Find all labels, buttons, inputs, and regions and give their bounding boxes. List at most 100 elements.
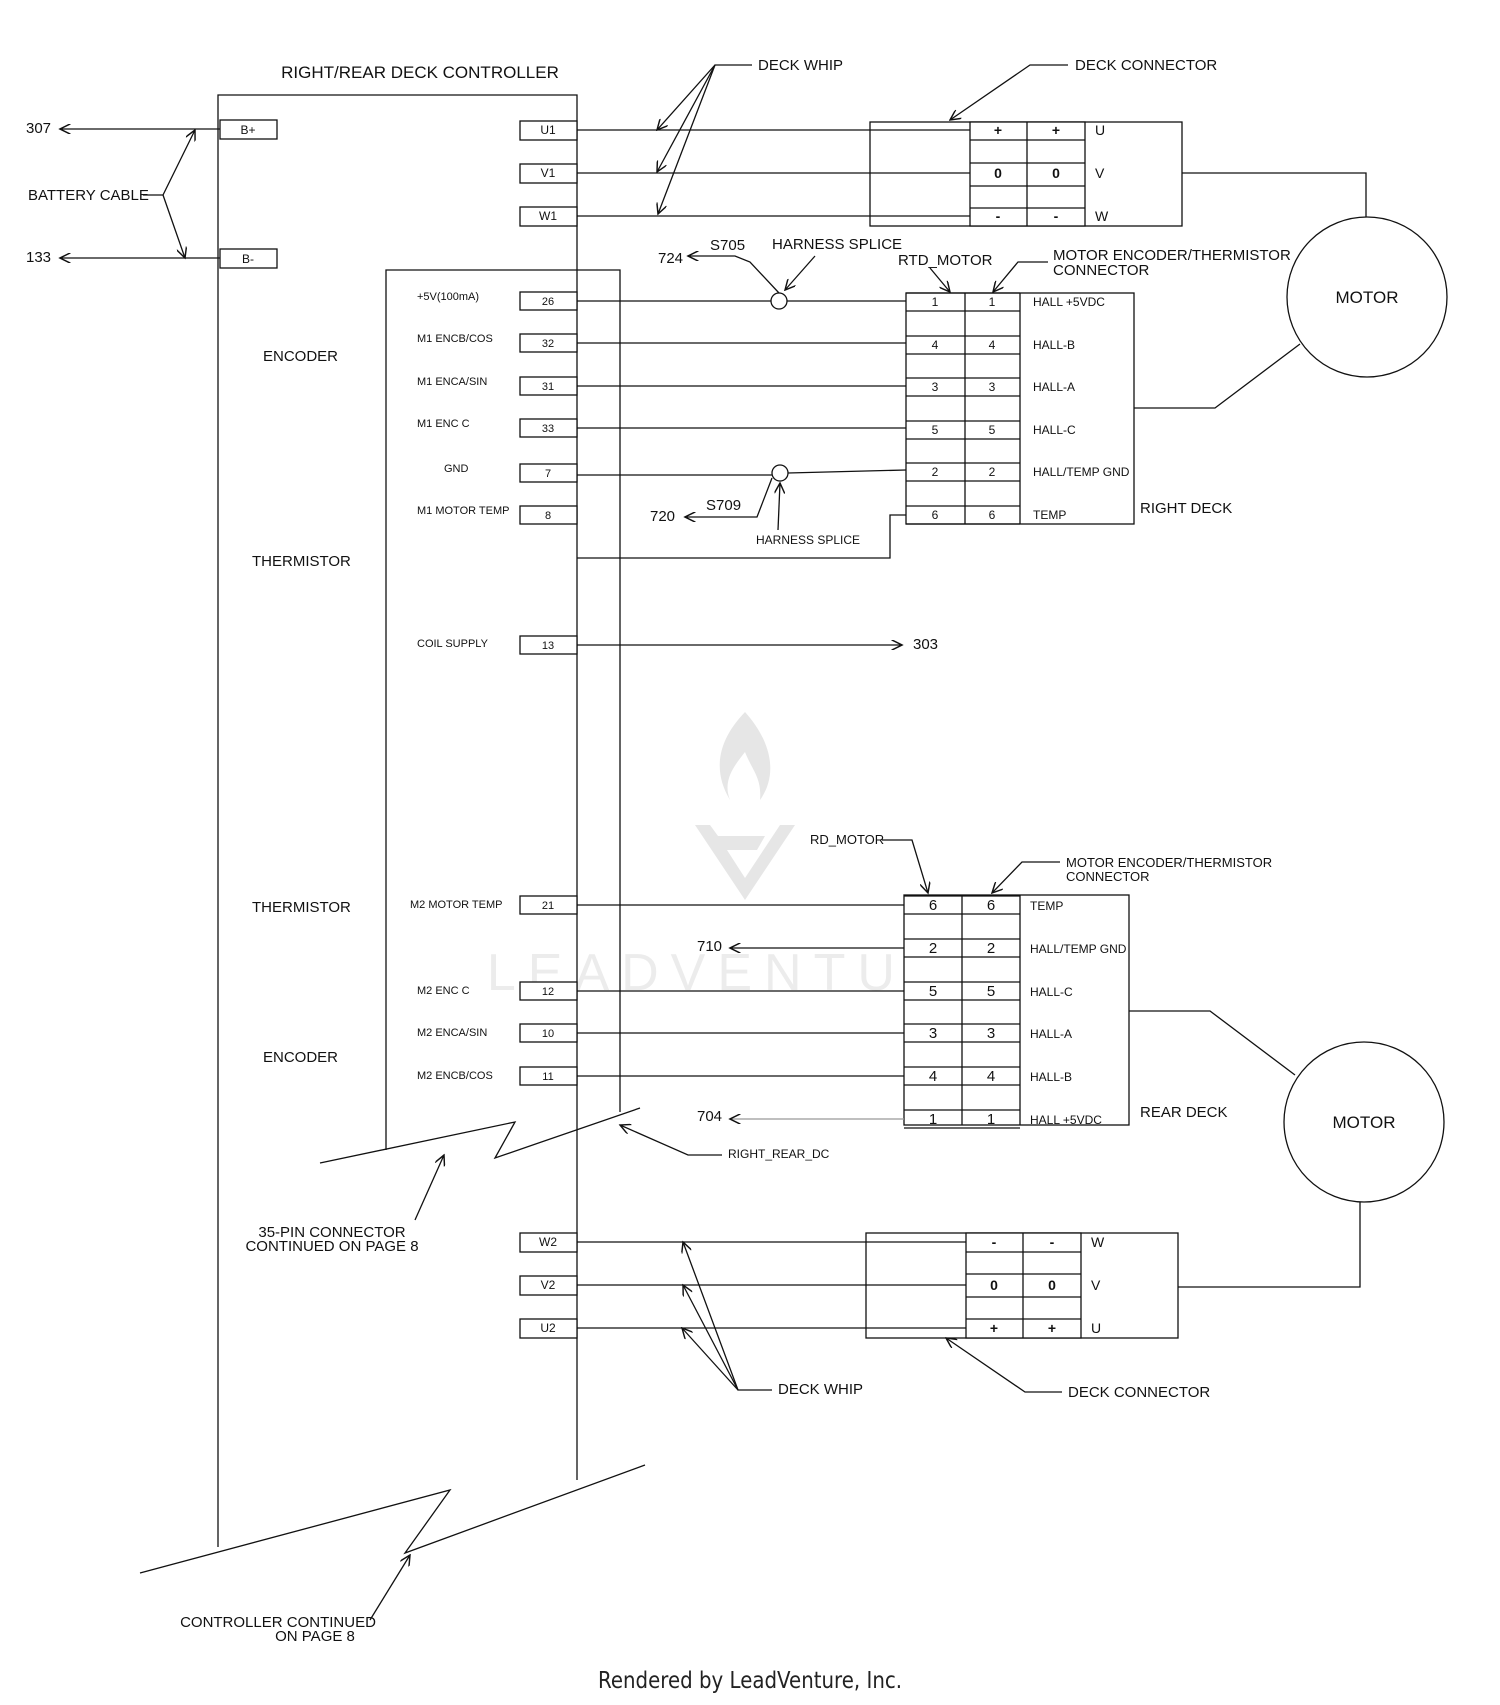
ref-724: 724 <box>658 250 683 267</box>
right-signal-2: M1 ENCA/SIN <box>417 376 487 388</box>
phase-pin-bottom-1: V2 <box>541 1278 556 1292</box>
rear-hall-0: TEMP <box>1030 899 1063 913</box>
rear-signal-2: M2 ENC C <box>417 985 470 997</box>
rear-pin-4: 11 <box>542 1071 553 1083</box>
rear-conn-b-4: 4 <box>987 1068 995 1085</box>
right-conn-a-1: 4 <box>932 338 939 352</box>
phase-b-top-1: 0 <box>1052 165 1060 181</box>
right-pin-0: 26 <box>542 296 554 308</box>
rear-connector-title-2: CONNECTOR <box>1066 869 1150 884</box>
deck-connector-bottom-label: DECK CONNECTOR <box>1068 1384 1210 1401</box>
coil-supply-label: COIL SUPPLY <box>417 638 489 650</box>
ref-710: 710 <box>697 938 722 955</box>
rear-conn-b-1: 2 <box>987 940 995 957</box>
rear-conn-b-3: 3 <box>987 1025 995 1042</box>
right-wire-5 <box>577 514 906 559</box>
phase-pin-top-0: U1 <box>540 123 556 137</box>
rear-signal-3: M2 ENCA/SIN <box>417 1027 487 1039</box>
rear-hall-4: HALL-B <box>1030 1070 1072 1084</box>
rear-signal-4: M2 ENCB/COS <box>417 1070 493 1082</box>
phase-b-bottom-2: + <box>1048 1320 1056 1336</box>
ref-133: 133 <box>26 249 51 266</box>
rear-hall-1: HALL/TEMP GND <box>1030 942 1127 956</box>
rear-connector-title-1: MOTOR ENCODER/THERMISTOR <box>1066 855 1272 870</box>
right-motor-label: MOTOR <box>1336 288 1399 307</box>
ref-303: 303 <box>913 636 938 653</box>
right-conn-a-5: 6 <box>932 508 939 522</box>
controller-title: RIGHT/REAR DECK CONTROLLER <box>281 63 559 82</box>
note-ctrl-1: CONTROLLER CONTINUED <box>180 1614 376 1631</box>
right-hall-5: TEMP <box>1033 508 1066 522</box>
rear-conn-a-5: 1 <box>929 1111 937 1128</box>
phase-b-top-0: + <box>1052 122 1060 138</box>
rear-conn-a-2: 5 <box>929 983 937 1000</box>
deck-whip-top-label: DECK WHIP <box>758 57 843 74</box>
rtd-motor-label: RTD_MOTOR <box>898 252 993 269</box>
right-signal-1: M1 ENCB/COS <box>417 333 493 345</box>
right-pin-3: 33 <box>542 423 554 435</box>
phase-pin-top-2: W1 <box>539 209 557 223</box>
right-pin-1: 32 <box>542 338 554 350</box>
right-conn-a-0: 1 <box>932 295 939 309</box>
right-rear-dc-label: RIGHT_REAR_DC <box>728 1147 830 1161</box>
right-deck-label: RIGHT DECK <box>1140 500 1232 517</box>
thermistor-top-label: THERMISTOR <box>252 553 351 570</box>
right-conn-b-3: 5 <box>989 423 996 437</box>
splice-s709: S709 <box>706 497 741 514</box>
controller-outline <box>139 94 646 1574</box>
phase-a-bottom-0: - <box>992 1234 997 1250</box>
rear-hall-5: HALL +5VDC <box>1030 1113 1102 1127</box>
harness-splice-bottom: HARNESS SPLICE <box>756 533 860 547</box>
right-conn-a-4: 2 <box>932 465 939 479</box>
phase-a-top-2: - <box>996 208 1001 224</box>
phase-b-bottom-1: 0 <box>1048 1277 1056 1293</box>
thermistor-bottom-label: THERMISTOR <box>252 899 351 916</box>
phase-label-bottom-0: W <box>1091 1234 1105 1250</box>
rear-conn-a-0: 6 <box>929 897 937 914</box>
battery-cable-label: BATTERY CABLE <box>28 187 149 204</box>
right-connector-title-2: CONNECTOR <box>1053 262 1150 279</box>
battery-section: B+ B- 307 133 BATTERY CABLE <box>26 119 278 269</box>
right-conn-b-1: 4 <box>989 338 996 352</box>
phase-b-top-2: - <box>1054 208 1059 224</box>
phase-label-top-1: V <box>1095 165 1105 181</box>
phase-pin-top-1: V1 <box>541 166 556 180</box>
rear-conn-b-5: 1 <box>987 1111 995 1128</box>
rear-motor-label: MOTOR <box>1333 1113 1396 1132</box>
rear-conn-a-1: 2 <box>929 940 937 957</box>
phase-a-bottom-1: 0 <box>990 1277 998 1293</box>
rear-conn-b-2: 5 <box>987 983 995 1000</box>
ref-720: 720 <box>650 508 675 525</box>
phase-pin-bottom-0: W2 <box>539 1235 557 1249</box>
rd-motor-label: RD_MOTOR <box>810 832 884 847</box>
coil-supply-pin: 13 <box>542 640 554 652</box>
rear-conn-a-3: 3 <box>929 1025 937 1042</box>
note-35pin-1: 35-PIN CONNECTOR <box>258 1224 405 1241</box>
ref-307: 307 <box>26 120 51 137</box>
note-35pin-2: CONTINUED ON PAGE 8 <box>245 1238 418 1255</box>
right-pin-2: 31 <box>542 381 554 393</box>
deck-whip-bottom-label: DECK WHIP <box>778 1381 863 1398</box>
rear-pin-0: 21 <box>542 900 554 912</box>
b-minus-label: B- <box>242 252 254 266</box>
encoder-top-label: ENCODER <box>263 348 338 365</box>
right-hall-2: HALL-A <box>1033 380 1075 394</box>
rear-deck-motor <box>1283 1041 1445 1203</box>
right-hall-0: HALL +5VDC <box>1033 295 1105 309</box>
right-conn-a-2: 3 <box>932 380 939 394</box>
rear-hall-2: HALL-C <box>1030 985 1073 999</box>
right-hall-1: HALL-B <box>1033 338 1075 352</box>
splice-s705: S705 <box>710 237 745 254</box>
ref-704: 704 <box>697 1108 722 1125</box>
right-pin-4: 7 <box>545 468 551 480</box>
phase-label-top-0: U <box>1095 122 1105 138</box>
b-plus-label: B+ <box>240 123 255 137</box>
deck-connector-top-label: DECK CONNECTOR <box>1075 57 1217 74</box>
right-wire-4 <box>577 469 907 476</box>
phase-label-bottom-2: U <box>1091 1320 1101 1336</box>
right-conn-b-4: 2 <box>989 465 996 479</box>
rear-pin-2: 12 <box>542 986 554 998</box>
